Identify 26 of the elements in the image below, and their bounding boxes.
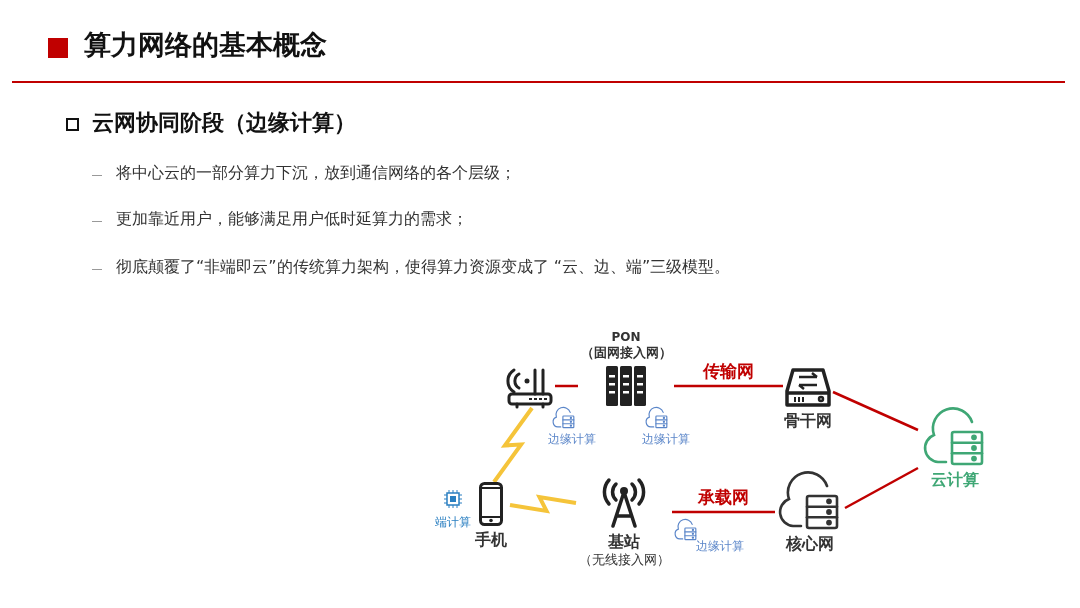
- section-heading: 云网协同阶段（边缘计算）: [92, 109, 356, 137]
- lightning-link: [492, 406, 534, 484]
- connector-line: [844, 466, 919, 510]
- node-caption: 端计算: [435, 515, 471, 530]
- node-label: 云计算: [931, 470, 979, 490]
- slide-title: 算力网络的基本概念: [84, 28, 327, 62]
- node-label: 骨干网: [784, 411, 832, 431]
- bullet-text: 将中心云的一部分算力下沉，放到通信网络的各个层级；: [116, 163, 516, 183]
- node-caption: 边缘计算: [548, 432, 596, 447]
- connector-line: [672, 510, 775, 514]
- node-sublabel: （无线接入网）: [578, 552, 670, 569]
- connector-line: [674, 384, 783, 388]
- node-caption: 边缘计算: [696, 539, 744, 554]
- bullet-text: 彻底颠覆了“非端即云”的传统算力架构，使得算力资源变成了 “云、边、端”三级模型。: [116, 257, 731, 277]
- lightning-link: [509, 494, 577, 514]
- node-label: 手机: [475, 530, 507, 550]
- node-label: PON: [611, 330, 641, 345]
- edge-label: 传输网: [701, 361, 756, 383]
- node-sublabel: （固网接入网）: [580, 345, 672, 362]
- connector-line: [555, 384, 578, 388]
- node-label: 核心网: [786, 534, 834, 554]
- edge-label: 承载网: [696, 487, 751, 509]
- node-label: 基站: [608, 532, 640, 552]
- bullet-text: 更加靠近用户，能够满足用户低时延算力的需求；: [116, 209, 468, 229]
- node-caption: 边缘计算: [642, 432, 690, 447]
- connector-line: [832, 390, 919, 432]
